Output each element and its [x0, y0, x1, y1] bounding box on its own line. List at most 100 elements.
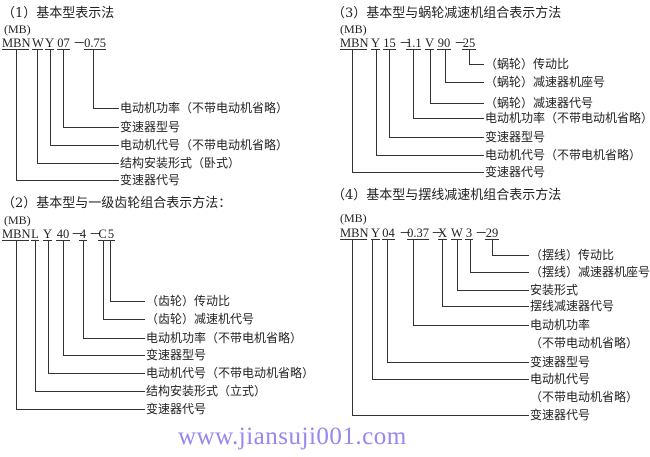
label-variator-model: 变速器型号	[120, 120, 181, 134]
connector	[110, 301, 145, 302]
connector	[48, 373, 145, 374]
section-2-title: （2）基本型与一级齿轮组合表示方法：	[2, 196, 232, 211]
label-cyclo-ratio: （摆线）传动比	[530, 248, 615, 262]
code-dash: －	[475, 226, 488, 240]
label-motor-code: 电动机代号（不带电机省略）	[485, 148, 642, 162]
connector	[352, 172, 484, 173]
code-mbn: MBN	[340, 226, 369, 240]
code-mbn: MBN	[2, 36, 31, 50]
connector	[37, 163, 119, 164]
connector	[63, 127, 119, 128]
connector	[445, 82, 484, 83]
code-3: 3	[465, 226, 473, 240]
connector	[83, 241, 84, 338]
code-dash: －	[399, 226, 412, 240]
connector	[83, 338, 145, 339]
connector	[413, 240, 414, 325]
connector	[372, 240, 373, 379]
code-mbn: MBN	[340, 36, 369, 50]
code-075: 0.75	[84, 36, 106, 50]
code-dash: －	[431, 226, 444, 240]
code-y: Y	[371, 36, 381, 50]
code-40: 40	[56, 227, 70, 241]
code-dash: －	[89, 227, 102, 241]
connector	[470, 272, 529, 273]
connector	[470, 240, 471, 272]
connector	[352, 50, 353, 172]
connector	[430, 50, 431, 103]
connector	[469, 64, 484, 65]
connector	[50, 50, 51, 145]
label-motor-code: 电动机代号（不带电动机省略）	[146, 366, 315, 380]
label-motor-code-note: （不带电动机省略）	[530, 390, 639, 404]
label-variator-model: 变速器型号	[530, 355, 591, 369]
connector	[16, 241, 17, 409]
label-mounting-type: 安装形式	[530, 283, 579, 297]
label-motor-power: 电动机功率	[530, 318, 591, 332]
code-0-37: 0.37	[407, 226, 429, 240]
connector	[63, 355, 145, 356]
section-4-prefix: (MB)	[340, 211, 367, 225]
connector	[352, 415, 529, 416]
section-1-prefix: (MB)	[4, 22, 31, 36]
connector	[35, 241, 36, 391]
connector	[376, 155, 484, 156]
connector	[457, 290, 529, 291]
label-variator-model: 变速器型号	[485, 130, 546, 144]
section-3-title: （3）基本型与蜗轮减速机组合表示方法	[332, 6, 562, 21]
code-y: Y	[371, 226, 381, 240]
label-motor-power-note: （不带电动机省略）	[530, 336, 639, 350]
connector	[63, 241, 64, 355]
connector	[389, 50, 390, 137]
label-motor-code: 电动机代号（不带电动机省略）	[120, 138, 289, 152]
code-90: 90	[437, 36, 451, 50]
section-4-title: （4）基本型与摆线减速机组合表示方法	[332, 188, 562, 203]
connector	[492, 240, 493, 255]
section-2-code: MBN L Y 40 － 4 － C 5	[0, 227, 130, 241]
connector	[48, 241, 49, 373]
code-l: L	[31, 227, 39, 241]
watermark: www.jiansuji001.com	[178, 423, 407, 450]
connector	[442, 306, 529, 307]
section-1-title: （1）基本型表示法	[2, 6, 115, 21]
code-04: 04	[382, 226, 395, 240]
code-dash: －	[399, 36, 412, 50]
connector	[413, 325, 529, 326]
label-cyclo-frame-size: （摆线）减速器机座号	[530, 265, 650, 279]
connector	[16, 50, 17, 180]
connector	[492, 255, 529, 256]
connector	[63, 50, 64, 127]
label-motor-power: 电动机功率（不带电动机省略）	[485, 111, 650, 125]
label-gear-ratio: （齿轮）传动比	[146, 294, 231, 308]
connector	[457, 240, 458, 290]
connector	[35, 391, 145, 392]
connector	[16, 180, 119, 181]
label-gear-reducer-code: （齿轮）减速机代号	[146, 312, 255, 326]
code-w: W	[451, 226, 463, 240]
connector	[372, 379, 529, 380]
label-worm-reducer-code: （蜗轮）减速器代号	[485, 96, 594, 110]
connector	[389, 137, 484, 138]
label-worm-frame-size: （蜗轮）减速器机座号	[485, 75, 606, 89]
connector	[93, 108, 119, 109]
connector	[110, 241, 111, 301]
code-dash: －	[454, 36, 467, 50]
section-4-code: MBN Y 04 － 0.37 － X W 3 － 29	[340, 226, 510, 240]
connector	[387, 240, 388, 362]
connector	[103, 241, 104, 319]
connector	[430, 103, 484, 104]
section-3-code: MBN Y 15 － 1.1 V 90 － 25	[340, 36, 490, 50]
connector	[376, 50, 377, 155]
code-15: 15	[383, 36, 396, 50]
label-motor-power: 电动机功率（不带电机省略）	[146, 331, 303, 345]
connector	[16, 409, 145, 410]
label-mounting-type: 结构安装形式（卧式）	[120, 156, 241, 170]
label-variator-model: 变速器型号	[146, 348, 207, 362]
connector	[469, 50, 470, 64]
label-motor-code: 电动机代号	[530, 372, 591, 386]
code-w: W	[32, 36, 44, 50]
code-5: 5	[107, 227, 115, 241]
code-mbn: MBN	[2, 227, 31, 241]
label-worm-ratio: （蜗轮）传动比	[485, 57, 570, 71]
section-3-prefix: (MB)	[340, 22, 367, 36]
